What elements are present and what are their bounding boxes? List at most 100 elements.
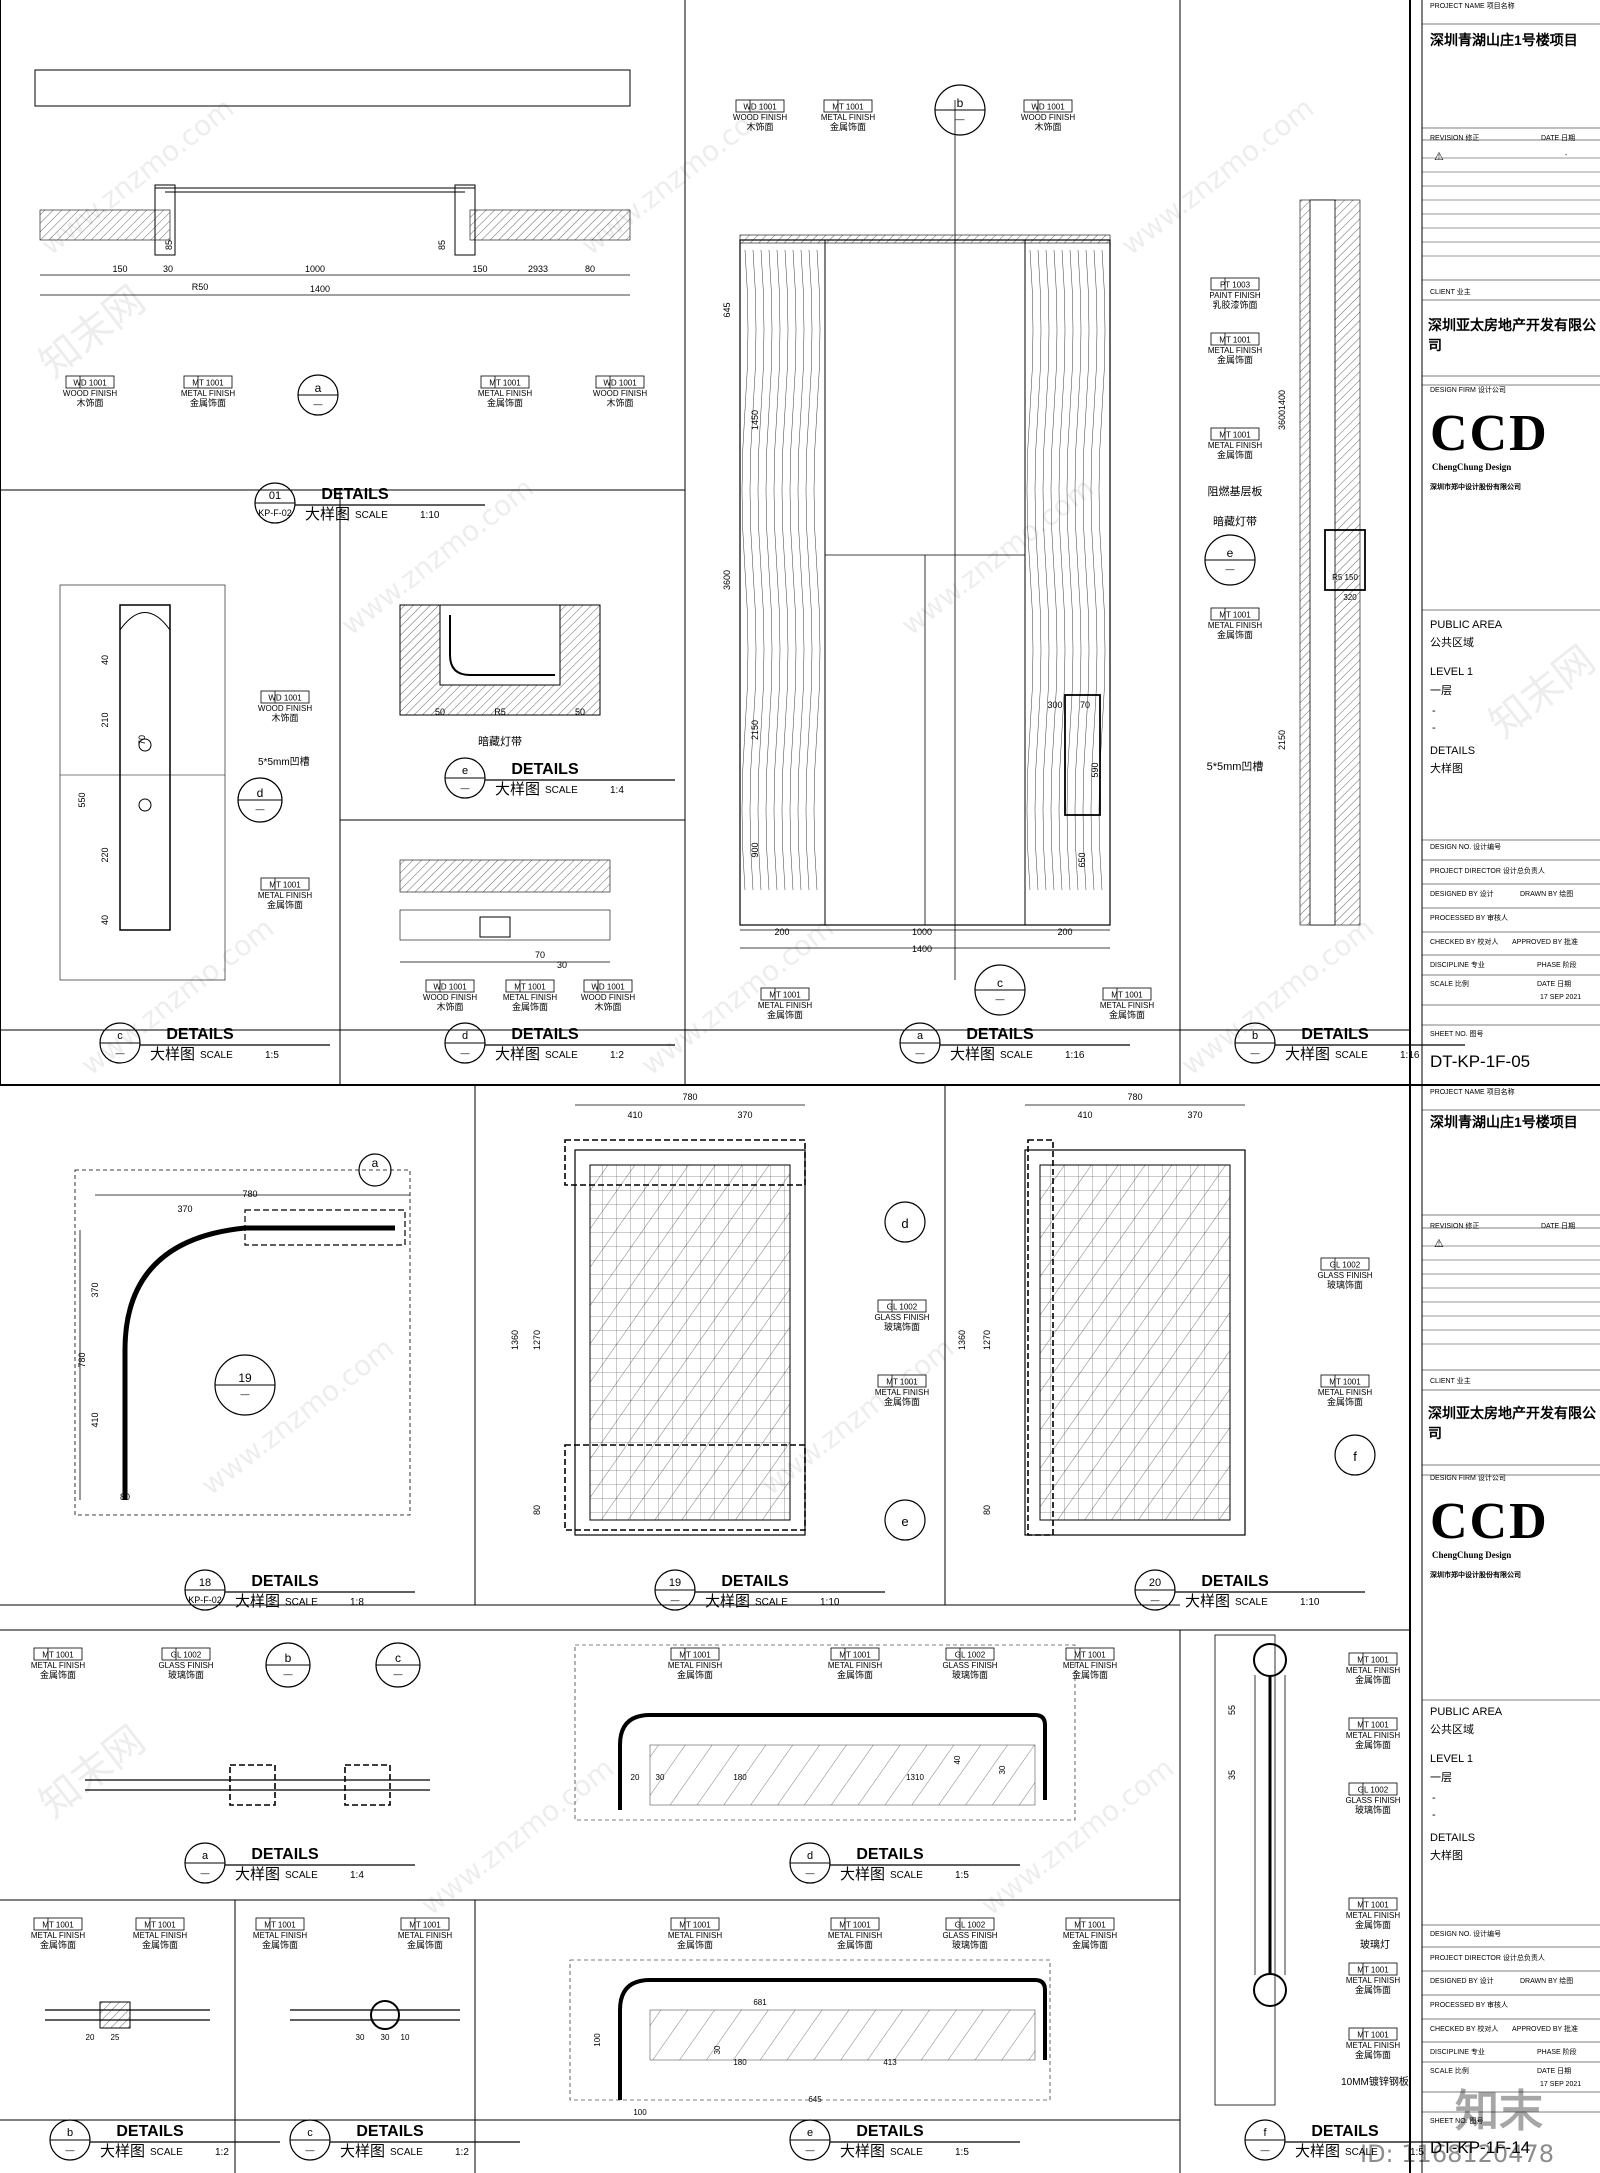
dimension-value: 1360 bbox=[510, 1330, 520, 1350]
approved-by-label: APPROVED BY 批准 bbox=[1512, 2026, 1579, 2033]
material-code: MT 1001 bbox=[769, 991, 801, 1000]
title-scale: SCALE bbox=[285, 1597, 318, 1608]
material-code: MT 1001 bbox=[886, 1378, 918, 1387]
material-code: MT 1001 bbox=[1357, 1721, 1389, 1730]
title-cn: 大样图 bbox=[150, 1046, 195, 1063]
groove-note: 5*5mm凹槽 bbox=[258, 755, 310, 768]
material-cn: 金属饰面 bbox=[40, 1939, 76, 1950]
material-tag bbox=[1348, 1897, 1398, 1911]
title-tag-bottom: — bbox=[66, 2145, 75, 2155]
material-tag bbox=[945, 1917, 995, 1931]
material-cn: 金属饰面 bbox=[677, 1939, 713, 1950]
title-ratio: 1:10 bbox=[820, 1597, 840, 1608]
date-label: DATE 日期 bbox=[1541, 135, 1576, 142]
section-b-board bbox=[1309, 199, 1336, 926]
material-code: MT 1001 bbox=[1329, 1378, 1361, 1387]
material-code: MT 1001 bbox=[679, 1651, 711, 1660]
material-code: GL 1002 bbox=[887, 1303, 918, 1312]
wood-grain bbox=[797, 249, 805, 891]
material-en: WOOD FINISH bbox=[733, 113, 787, 122]
drawn-by-label: DRAWN BY 绘图 bbox=[1520, 1978, 1574, 1985]
title-cn: 大样图 bbox=[495, 781, 540, 798]
material-tag bbox=[1065, 1647, 1115, 1661]
material-cn: 金属饰面 bbox=[1109, 1009, 1145, 1020]
material-tag bbox=[1348, 1962, 1398, 1976]
material-cn: 木饰面 bbox=[1034, 121, 1061, 132]
material-en: METAL FINISH bbox=[1346, 1911, 1400, 1920]
material-tag bbox=[65, 375, 115, 389]
title-en: DETAILS bbox=[321, 486, 389, 503]
title-scale: SCALE bbox=[285, 1870, 318, 1881]
material-code: MT 1001 bbox=[1219, 431, 1251, 440]
material-en: METAL FINISH bbox=[821, 113, 875, 122]
material-en: METAL FINISH bbox=[1346, 1666, 1400, 1675]
material-cn: 玻璃饰面 bbox=[1327, 1279, 1363, 1290]
phase-label: PHASE 阶段 bbox=[1537, 2049, 1577, 2056]
material-en: METAL FINISH bbox=[1208, 346, 1262, 355]
processed-by-label: PROCESSED BY 审核人 bbox=[1430, 2002, 1509, 2009]
material-code: MT 1001 bbox=[1357, 1901, 1389, 1910]
title-tag-top: e bbox=[462, 765, 468, 777]
material-tag bbox=[830, 1647, 880, 1661]
title-cn: 大样图 bbox=[1295, 2143, 1340, 2160]
dimension-value: 370 bbox=[1187, 1110, 1202, 1120]
title-tag-top: a bbox=[917, 1030, 924, 1042]
wall-panel bbox=[59, 584, 226, 981]
material-en: METAL FINISH bbox=[133, 1931, 187, 1940]
dimension-value: 300 bbox=[1047, 700, 1062, 710]
title-ratio: 1:16 bbox=[1065, 1050, 1085, 1061]
title-en: DETAILS bbox=[721, 1573, 789, 1590]
wood-grain bbox=[757, 249, 765, 891]
dimension-value: 900 bbox=[750, 842, 760, 857]
title-cn: 大样图 bbox=[100, 2143, 145, 2160]
callout-letter: d bbox=[901, 1216, 908, 1231]
material-code: MT 1001 bbox=[1074, 1921, 1106, 1930]
material-tag bbox=[1210, 427, 1260, 441]
scale-label: SCALE 比例 bbox=[1430, 981, 1469, 988]
material-code: MT 1001 bbox=[679, 1921, 711, 1930]
material-cn: 玻璃饰面 bbox=[884, 1321, 920, 1332]
highlight-box bbox=[344, 1764, 391, 1806]
material-en: METAL FINISH bbox=[668, 1661, 722, 1670]
title-tag-top: 19 bbox=[669, 1577, 681, 1589]
material-tag bbox=[1348, 2027, 1398, 2041]
material-code: MT 1001 bbox=[1357, 1656, 1389, 1665]
dimension-value: 1450 bbox=[750, 410, 760, 430]
dimension-value: 200 bbox=[1057, 927, 1072, 937]
section-f-frame bbox=[1214, 1634, 1276, 2106]
scale-label: SCALE 比例 bbox=[1430, 2068, 1469, 2075]
material-cn: 金属饰面 bbox=[407, 1939, 443, 1950]
material-en: GLASS FINISH bbox=[1345, 1796, 1400, 1805]
material-tag bbox=[595, 375, 645, 389]
dimension-value: 30 bbox=[656, 1773, 665, 1782]
wood-grain bbox=[789, 249, 797, 891]
material-cn: 木饰面 bbox=[594, 1001, 621, 1012]
dimension-value: 1270 bbox=[982, 1330, 992, 1350]
callout-e bbox=[884, 1499, 926, 1541]
material-cn: 金属饰面 bbox=[1217, 449, 1253, 460]
glass-light-note: 玻璃灯 bbox=[1360, 1938, 1390, 1951]
material-en: GLASS FINISH bbox=[1317, 1271, 1372, 1280]
design-firm-label: DESIGN FIRM 设计公司 bbox=[1430, 1475, 1506, 1482]
title-scale: SCALE bbox=[1335, 1050, 1368, 1061]
material-cn: 玻璃饰面 bbox=[952, 1669, 988, 1680]
title-tag-top: c bbox=[117, 1030, 123, 1042]
title-tag-top: f bbox=[1263, 2127, 1267, 2139]
dimension-value: 3600 bbox=[722, 570, 732, 590]
material-cn: 金属饰面 bbox=[1355, 1919, 1391, 1930]
ceiling-slab-left bbox=[39, 209, 171, 241]
callout-letter: e bbox=[901, 1514, 908, 1529]
level-en: LEVEL 1 bbox=[1430, 1753, 1474, 1765]
dimension-value: 85 bbox=[164, 240, 174, 250]
material-en: METAL FINISH bbox=[253, 1931, 307, 1940]
material-cn: 木饰面 bbox=[436, 1001, 463, 1012]
material-en: WOOD FINISH bbox=[423, 993, 477, 1002]
material-code: WD 1001 bbox=[268, 694, 302, 703]
level-cn: 一层 bbox=[1430, 1772, 1452, 1784]
material-cn: 乳胶漆饰面 bbox=[1212, 299, 1257, 310]
ceiling-slot-left bbox=[154, 184, 176, 256]
material-cn: 金属饰面 bbox=[190, 397, 226, 408]
design-firm-label: DESIGN FIRM 设计公司 bbox=[1430, 387, 1506, 394]
area-dash: - bbox=[1432, 1809, 1436, 1821]
